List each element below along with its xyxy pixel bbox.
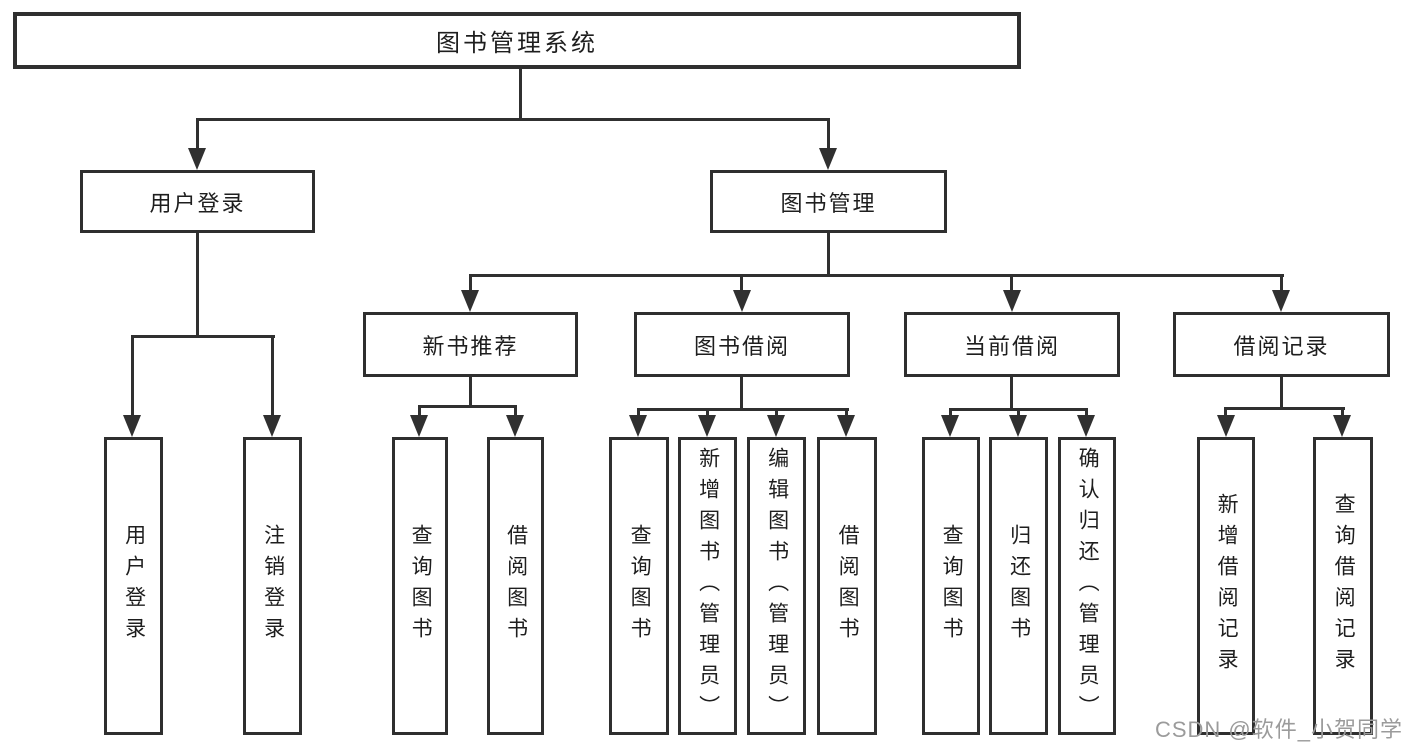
- connector-bb-drop3: [775, 408, 778, 417]
- connector-drop-leaf-user-login: [131, 335, 134, 417]
- arrow-down-icon: [941, 415, 959, 437]
- leaf-label: 用户登录: [122, 524, 146, 648]
- leaf-label: 借阅图书: [504, 524, 528, 648]
- node-label: 新书推荐: [422, 333, 519, 359]
- leaf-label: 新增借阅记录: [1215, 493, 1239, 679]
- node-current-borrowing: 当前借阅: [904, 312, 1120, 377]
- connector-cb-drop2: [1017, 408, 1020, 417]
- leaf-cb-query-books: 查询图书: [922, 437, 980, 735]
- connector-br-drop2: [1341, 407, 1344, 417]
- arrow-down-icon: [767, 415, 785, 437]
- connector-level3-rail: [469, 274, 1284, 277]
- connector-nb-rail: [418, 405, 517, 408]
- leaf-user-login: 用户登录: [104, 437, 163, 735]
- connector-user-login-stem: [196, 233, 199, 337]
- connector-br-rail: [1224, 407, 1345, 410]
- leaf-bb-edit-books-admin: 编辑图书（管理员）: [747, 437, 806, 735]
- connector-drop-leaf-logout: [271, 335, 274, 417]
- connector-drop-book-management: [827, 118, 830, 150]
- connector-drop-current-borrowing: [1010, 274, 1013, 292]
- arrow-down-icon: [1009, 415, 1027, 437]
- leaf-bb-add-books-admin: 新增图书（管理员）: [678, 437, 737, 735]
- leaf-label: 编辑图书（管理员）: [765, 446, 789, 726]
- node-label: 图书管理: [780, 190, 877, 216]
- node-label: 图书管理系统: [436, 30, 598, 57]
- connector-nb-drop1: [418, 405, 421, 417]
- arrow-down-icon: [263, 415, 281, 437]
- csdn-watermark: CSDN @软件_小贺同学: [1154, 717, 1403, 742]
- node-user-login: 用户登录: [80, 170, 315, 233]
- node-new-book-recommend: 新书推荐: [363, 312, 578, 377]
- connector-cb-drop3: [1085, 408, 1088, 417]
- node-label: 当前借阅: [963, 333, 1060, 359]
- leaf-label: 归还图书: [1007, 524, 1031, 648]
- connector-level2-rail: [196, 118, 830, 121]
- leaf-label: 借阅图书: [836, 524, 860, 648]
- arrow-down-icon: [819, 148, 837, 170]
- connector-drop-borrowing-records: [1280, 274, 1283, 292]
- arrow-down-icon: [837, 415, 855, 437]
- arrow-down-icon: [123, 415, 141, 437]
- leaf-bb-query-books: 查询图书: [609, 437, 669, 735]
- leaf-nb-query-books: 查询图书: [392, 437, 448, 735]
- connector-bb-drop2: [706, 408, 709, 417]
- leaf-label: 注销登录: [261, 524, 285, 648]
- leaf-cb-confirm-return-admin: 确认归还（管理员）: [1058, 437, 1116, 735]
- node-book-borrowing: 图书借阅: [634, 312, 850, 377]
- connector-drop-user-login: [196, 118, 199, 150]
- arrow-down-icon: [410, 415, 428, 437]
- node-label: 借阅记录: [1233, 333, 1330, 359]
- connector-cb-stem: [1010, 377, 1013, 411]
- arrow-down-icon: [629, 415, 647, 437]
- arrow-down-icon: [733, 290, 751, 312]
- connector-br-drop1: [1224, 407, 1227, 417]
- leaf-nb-borrow-books: 借阅图书: [487, 437, 544, 735]
- arrow-down-icon: [1333, 415, 1351, 437]
- arrow-down-icon: [1272, 290, 1290, 312]
- node-borrowing-records: 借阅记录: [1173, 312, 1390, 377]
- leaf-label: 查询图书: [940, 524, 964, 648]
- connector-bb-drop1: [637, 408, 640, 417]
- leaf-label: 查询借阅记录: [1332, 493, 1356, 679]
- connector-bb-rail: [637, 408, 849, 411]
- connector-nb-drop2: [514, 405, 517, 417]
- arrow-down-icon: [188, 148, 206, 170]
- leaf-label: 查询图书: [409, 524, 433, 648]
- arrow-down-icon: [1077, 415, 1095, 437]
- connector-book-management-stem: [827, 233, 830, 277]
- connector-user-login-rail: [131, 335, 275, 338]
- arrow-down-icon: [506, 415, 524, 437]
- arrow-down-icon: [461, 290, 479, 312]
- leaf-bb-borrow-books: 借阅图书: [817, 437, 877, 735]
- leaf-br-query-borrow-record: 查询借阅记录: [1313, 437, 1373, 735]
- node-label: 图书借阅: [693, 333, 790, 359]
- connector-root-stem: [519, 69, 522, 120]
- leaf-br-add-borrow-record: 新增借阅记录: [1197, 437, 1255, 735]
- leaf-label: 查询图书: [628, 524, 652, 648]
- connector-bb-stem: [740, 377, 743, 411]
- arrow-down-icon: [1003, 290, 1021, 312]
- connector-nb-stem: [469, 377, 472, 408]
- arrow-down-icon: [698, 415, 716, 437]
- leaf-label: 新增图书（管理员）: [696, 446, 720, 726]
- node-book-management: 图书管理: [710, 170, 947, 233]
- connector-drop-book-borrowing: [740, 274, 743, 292]
- node-root-library-management-system: 图书管理系统: [13, 12, 1021, 69]
- node-label: 用户登录: [149, 190, 246, 216]
- connector-bb-drop4: [845, 408, 848, 417]
- connector-cb-drop1: [949, 408, 952, 417]
- connector-br-stem: [1280, 377, 1283, 410]
- leaf-cb-return-books: 归还图书: [989, 437, 1048, 735]
- leaf-logout: 注销登录: [243, 437, 302, 735]
- leaf-label: 确认归还（管理员）: [1076, 446, 1100, 726]
- connector-drop-new-book-recommend: [469, 274, 472, 292]
- arrow-down-icon: [1217, 415, 1235, 437]
